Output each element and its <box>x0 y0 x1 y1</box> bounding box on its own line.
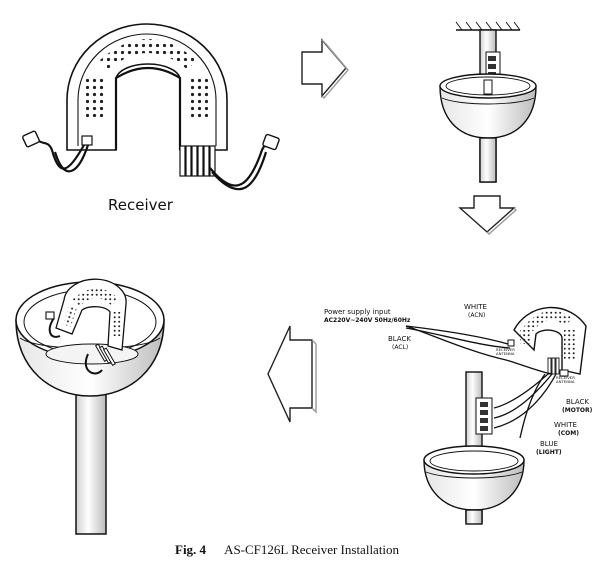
canopy-with-receiver <box>15 278 165 535</box>
ceiling-rod-assembly <box>423 371 525 525</box>
power-supply-label: Power supply input <box>324 308 391 316</box>
ceiling-canopy <box>439 21 537 183</box>
arrow-down-icon <box>458 195 518 235</box>
com-label: (COM) <box>558 430 579 437</box>
figure-number: Fig. 4 <box>175 542 207 557</box>
motor-label: (MOTOR) <box>562 407 593 414</box>
black-motor-label: BLACK <box>566 398 590 406</box>
output-wires <box>493 373 557 439</box>
black-acl-label: BLACK <box>388 335 412 343</box>
power-wires <box>405 325 553 375</box>
wiring-receiver <box>507 306 587 377</box>
white-com-label: WHITE <box>554 421 577 429</box>
acn-label: (ACN) <box>468 312 486 319</box>
antenna-left-label: RECEIVER ANTENNA <box>496 347 515 356</box>
antenna-right-label: RECEIVER ANTENNA <box>556 375 575 384</box>
antenna-plugs <box>22 130 280 151</box>
figure-title: AS-CF126L Receiver Installation <box>224 542 400 557</box>
voltage-label: AC220V~240V 50Hz/60Hz <box>324 317 411 324</box>
acl-label: (ACL) <box>392 344 409 351</box>
blue-light-label: BLUE <box>540 440 558 448</box>
arrow-right-icon <box>301 38 349 100</box>
receiver-unit <box>66 23 228 177</box>
receiver-label: Receiver <box>108 196 173 214</box>
light-label: (LIGHT) <box>536 449 562 456</box>
white-acn-label: WHITE <box>464 303 487 311</box>
arrow-left-icon <box>267 325 317 423</box>
figure-caption: Fig. 4 AS-CF126L Receiver Installation <box>175 542 399 558</box>
